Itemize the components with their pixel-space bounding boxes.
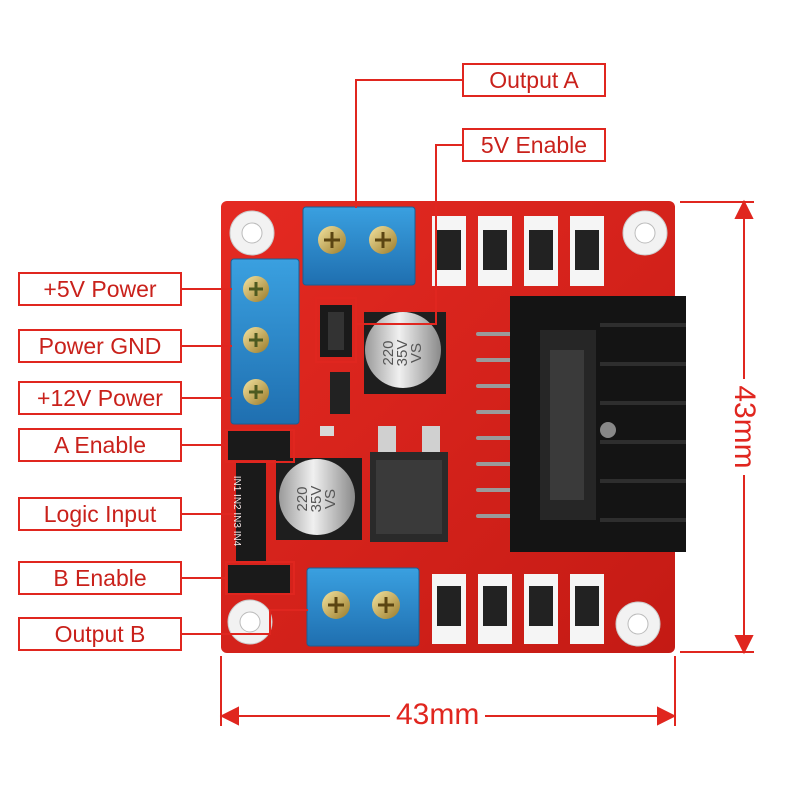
leader-output-a bbox=[355, 79, 462, 208]
label-5v-power: +5V Power bbox=[18, 272, 182, 306]
capacitor-2-text: 220 35V VS bbox=[294, 485, 339, 513]
header-pin-labels: IN1 IN2 IN3 IN4 bbox=[231, 475, 242, 547]
label-b-enable: B Enable bbox=[18, 561, 182, 595]
driver-ic-heatsink bbox=[476, 296, 686, 552]
label-logic-input: Logic Input bbox=[18, 497, 182, 531]
arrow-bottom bbox=[734, 635, 754, 655]
terminal-power bbox=[230, 258, 300, 425]
header-pins bbox=[228, 430, 290, 593]
label-power-gnd: Power GND bbox=[18, 329, 182, 363]
arrow-top bbox=[734, 199, 754, 219]
voltage-regulator bbox=[370, 426, 448, 542]
led bbox=[320, 426, 334, 436]
mounting-hole-bottom-left bbox=[227, 599, 273, 645]
small-component bbox=[330, 372, 350, 414]
label-output-a: Output A bbox=[462, 63, 606, 97]
diodes-top bbox=[432, 216, 604, 286]
mounting-hole-bottom-right bbox=[615, 601, 661, 647]
highlight-5v-enable bbox=[315, 297, 357, 363]
jumper-5v-enable bbox=[320, 305, 352, 357]
arrow-left bbox=[219, 706, 239, 726]
dimension-height-label: 43mm bbox=[727, 379, 761, 475]
leader-5v-enable bbox=[356, 144, 462, 325]
capacitor-2 bbox=[276, 458, 362, 540]
capacitor-1 bbox=[364, 312, 446, 394]
terminal-output-a bbox=[302, 206, 416, 286]
arrow-right bbox=[657, 706, 677, 726]
capacitor-1-text: 220 35V VS bbox=[380, 339, 425, 367]
mounting-hole-top-left bbox=[229, 210, 275, 256]
mounting-hole-top-right bbox=[622, 210, 668, 256]
terminal-output-b bbox=[306, 567, 420, 647]
label-a-enable: A Enable bbox=[18, 428, 182, 462]
label-12v-power: +12V Power bbox=[18, 381, 182, 415]
diodes-bottom bbox=[432, 574, 604, 644]
dimension-width-label: 43mm bbox=[390, 700, 486, 730]
leader-output-b bbox=[182, 609, 308, 635]
label-5v-enable: 5V Enable bbox=[462, 128, 606, 162]
label-output-b: Output B bbox=[18, 617, 182, 651]
